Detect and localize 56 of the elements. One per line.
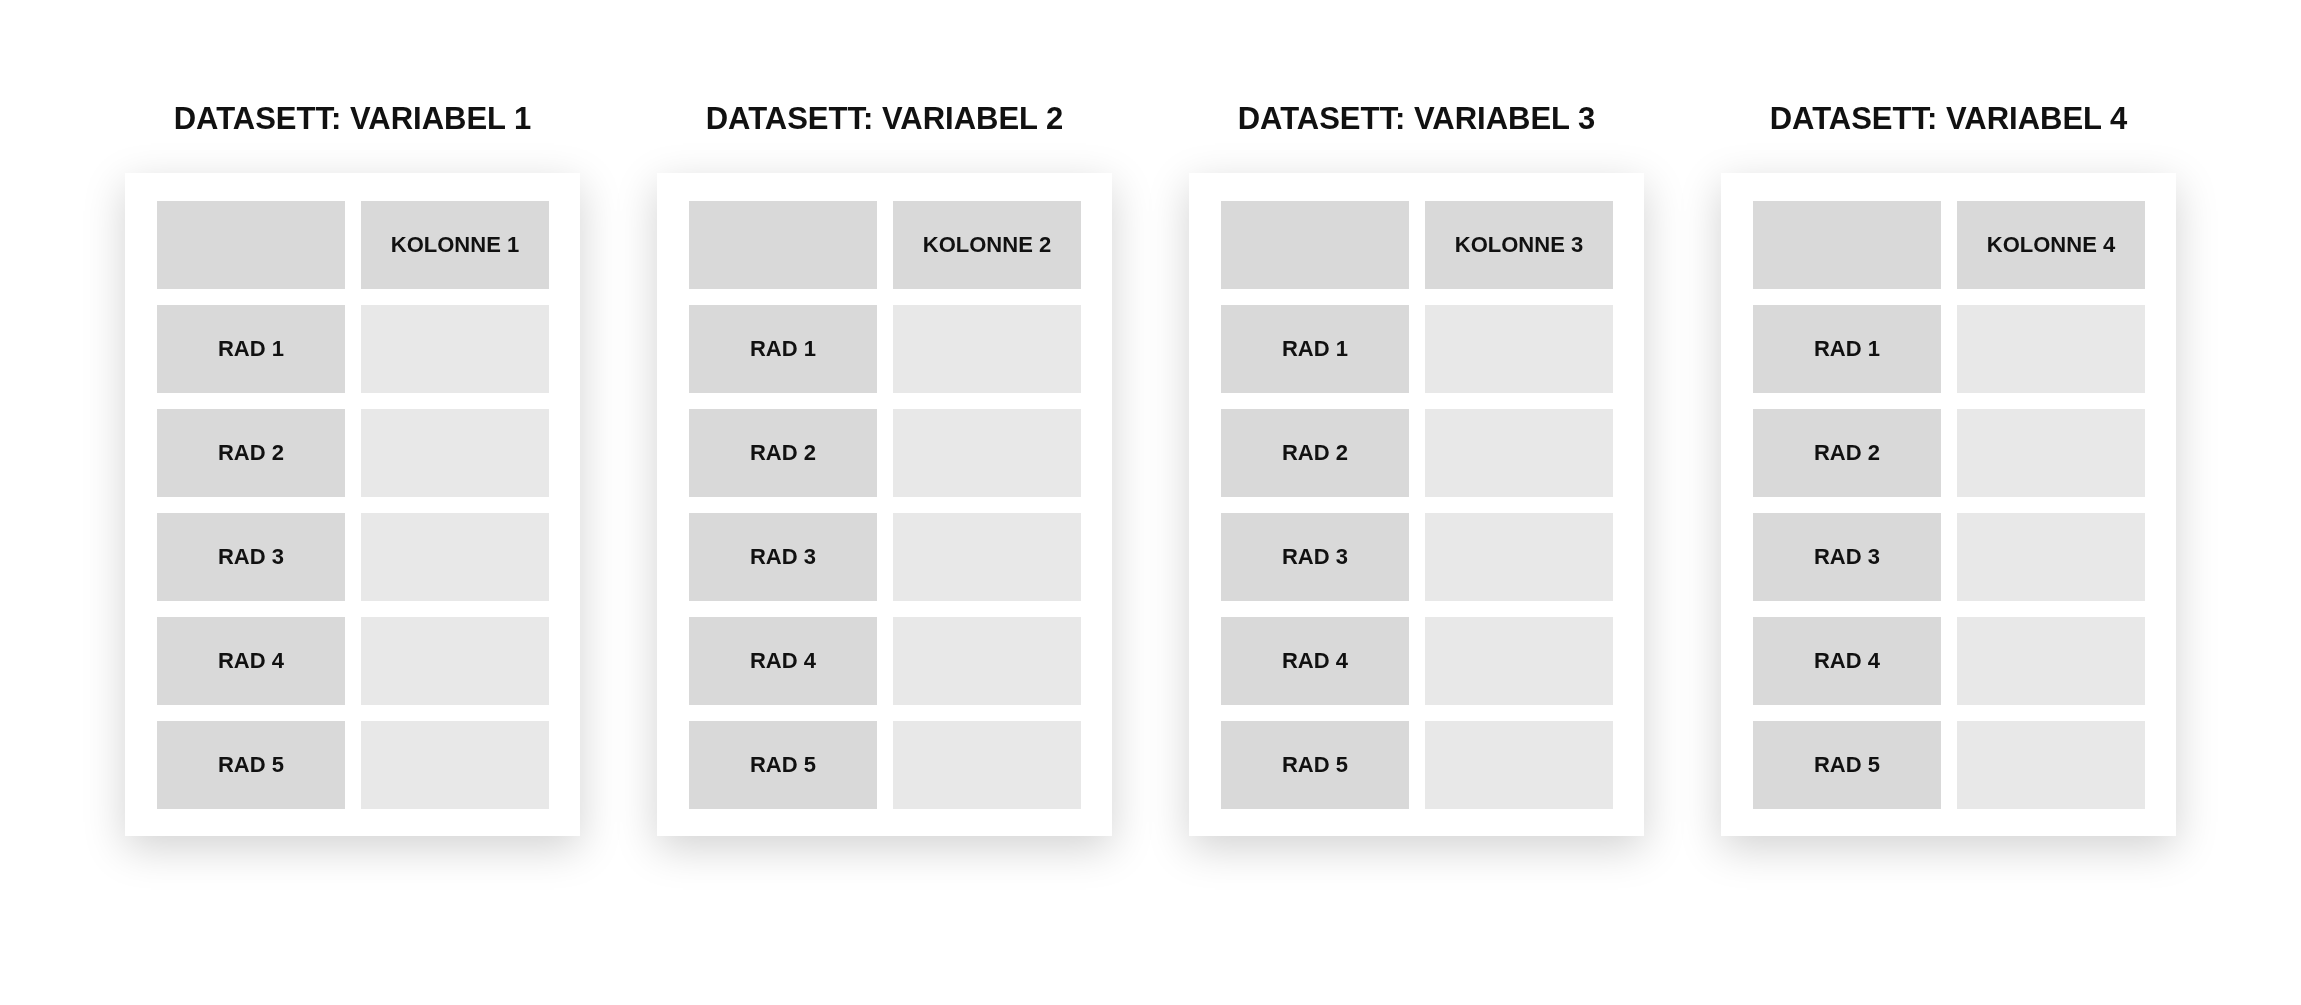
header-cell xyxy=(1221,305,1409,393)
table-title: DATASETT: VARIABEL 2 xyxy=(704,101,1065,137)
cell-label: RAD 5 xyxy=(750,752,816,778)
cell-label: RAD 3 xyxy=(218,544,284,570)
header-cell xyxy=(1753,201,1941,289)
header-cell xyxy=(1753,513,1941,601)
header-cell xyxy=(157,513,345,601)
cell-label: KOLONNE 3 xyxy=(1454,232,1584,258)
header-cell xyxy=(689,201,877,289)
cell-label: RAD 2 xyxy=(1814,440,1880,466)
cell-label: RAD 1 xyxy=(750,336,816,362)
header-cell xyxy=(157,305,345,393)
header-cell xyxy=(1753,409,1941,497)
cell-label: RAD 5 xyxy=(1282,752,1348,778)
header-cell xyxy=(689,305,877,393)
cell-label: RAD 5 xyxy=(218,752,284,778)
cell-label: RAD 5 xyxy=(1814,752,1880,778)
header-cell xyxy=(689,617,877,705)
cell-label: RAD 3 xyxy=(750,544,816,570)
header-cell xyxy=(1753,305,1941,393)
cell-label: RAD 3 xyxy=(1814,544,1880,570)
header-cell xyxy=(157,721,345,809)
header-cell xyxy=(1221,201,1409,289)
cell-label: RAD 2 xyxy=(750,440,816,466)
cell-label: KOLONNE 4 xyxy=(1986,232,2116,258)
header-cell xyxy=(1753,721,1941,809)
header-cell xyxy=(1221,721,1409,809)
header-cell xyxy=(689,513,877,601)
header-cell xyxy=(1221,617,1409,705)
header-cell xyxy=(689,409,877,497)
cell-label: RAD 2 xyxy=(218,440,284,466)
table-title: DATASETT: VARIABEL 4 xyxy=(1768,101,2129,137)
table-title: DATASETT: VARIABEL 1 xyxy=(172,101,533,137)
cell-label: RAD 4 xyxy=(1814,648,1880,674)
cell-label: RAD 4 xyxy=(1282,648,1348,674)
header-cell xyxy=(157,409,345,497)
header-cell xyxy=(361,201,549,289)
cell-label: RAD 2 xyxy=(1282,440,1348,466)
cell-label: RAD 1 xyxy=(1814,336,1880,362)
header-cell xyxy=(157,201,345,289)
cell-label: RAD 1 xyxy=(1282,336,1348,362)
cell-label: RAD 4 xyxy=(218,648,284,674)
cell-label: KOLONNE 1 xyxy=(390,232,520,258)
header-cell xyxy=(893,201,1081,289)
header-cell xyxy=(689,721,877,809)
header-cell xyxy=(157,617,345,705)
cell-label: RAD 4 xyxy=(750,648,816,674)
header-cell xyxy=(1753,617,1941,705)
header-cell xyxy=(1425,201,1613,289)
cell-label: RAD 3 xyxy=(1282,544,1348,570)
table-title: DATASETT: VARIABEL 3 xyxy=(1236,101,1597,137)
header-cell xyxy=(1221,409,1409,497)
cell-label: RAD 1 xyxy=(218,336,284,362)
header-cell xyxy=(1221,513,1409,601)
header-cell xyxy=(1957,201,2145,289)
cell-label: KOLONNE 2 xyxy=(922,232,1052,258)
